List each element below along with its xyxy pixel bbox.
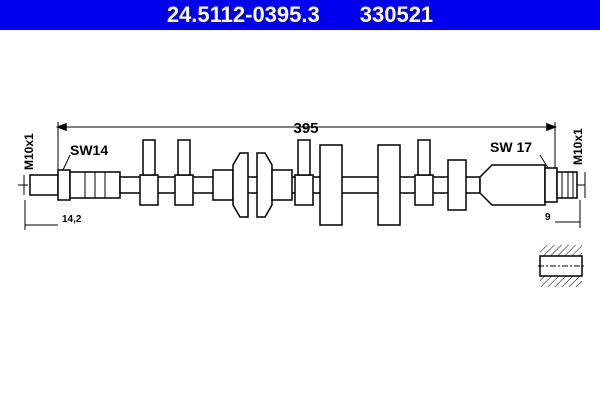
clamp-3	[294, 139, 314, 206]
part-number: 24.5112-0395.3	[166, 2, 320, 27]
left-thread	[29, 174, 59, 196]
bracket-2	[377, 144, 401, 226]
overall-length-label: 395	[293, 120, 318, 137]
right-wrench-size: SW 17	[490, 139, 532, 155]
left-hex	[57, 169, 71, 201]
clamp-4	[414, 139, 434, 206]
clamp-2	[174, 139, 194, 206]
title-bar: 24.5112-0395.3 330521	[0, 0, 600, 30]
left-length: 14,2	[62, 214, 82, 225]
left-thread-label: M10x1	[22, 133, 36, 170]
right-thread-label: M10x1	[571, 128, 585, 165]
left-wrench-size: SW14	[70, 142, 108, 158]
right-thread	[556, 171, 578, 199]
port-detail-view	[538, 245, 585, 287]
right-length: 9	[545, 212, 551, 223]
bracket-1	[319, 144, 343, 226]
right-hex-body	[479, 164, 546, 206]
ref-number: 330521	[359, 2, 434, 27]
clamp-1	[139, 139, 159, 206]
